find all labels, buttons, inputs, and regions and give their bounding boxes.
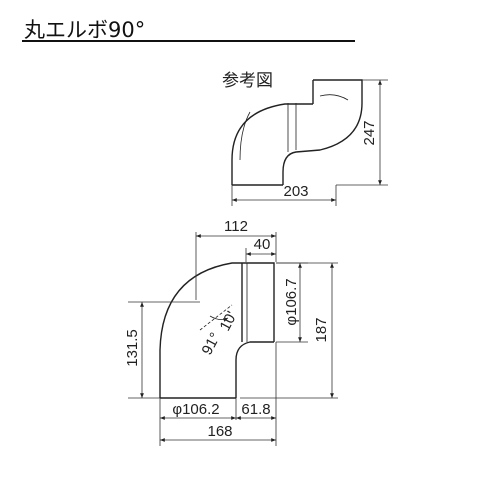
dim-bottom: φ106.2 61.8: [159, 342, 277, 446]
dim-socket-diameter: φ106.7: [276, 262, 308, 343]
dim-bottom-diameter-label: φ106.2: [172, 401, 219, 418]
dim-total-width: 168: [160, 423, 276, 442]
reference-height-label: 247: [361, 120, 378, 145]
dim-bottom-offset-label: 61.8: [241, 401, 270, 418]
reference-dim-width: 203: [231, 183, 337, 206]
reference-label: 参考図: [222, 71, 273, 91]
reference-dim-height: 247: [336, 79, 388, 186]
dim-left-height: 131.5: [124, 301, 200, 399]
dim-total-height: 187: [240, 262, 338, 399]
dim-top-width: 112: [195, 218, 277, 300]
page-title: 丸エルボ90°: [24, 18, 146, 42]
reference-elbow: [231, 79, 363, 186]
angle-degree-label: 91°: [199, 330, 225, 358]
dim-total-width-label: 168: [207, 423, 232, 440]
dim-socket-diameter-label: φ106.7: [283, 278, 300, 325]
dim-top-width-label: 112: [224, 218, 248, 235]
dim-socket-length-label: 40: [254, 236, 271, 253]
dim-socket-length: 40: [245, 236, 276, 262]
dim-left-height-label: 131.5: [124, 329, 141, 367]
main-elbow: [159, 262, 275, 399]
title-underline: [22, 40, 355, 42]
reference-width-label: 203: [283, 183, 308, 200]
angle-minute-label: 10': [217, 309, 241, 334]
dim-total-height-label: 187: [313, 317, 330, 342]
